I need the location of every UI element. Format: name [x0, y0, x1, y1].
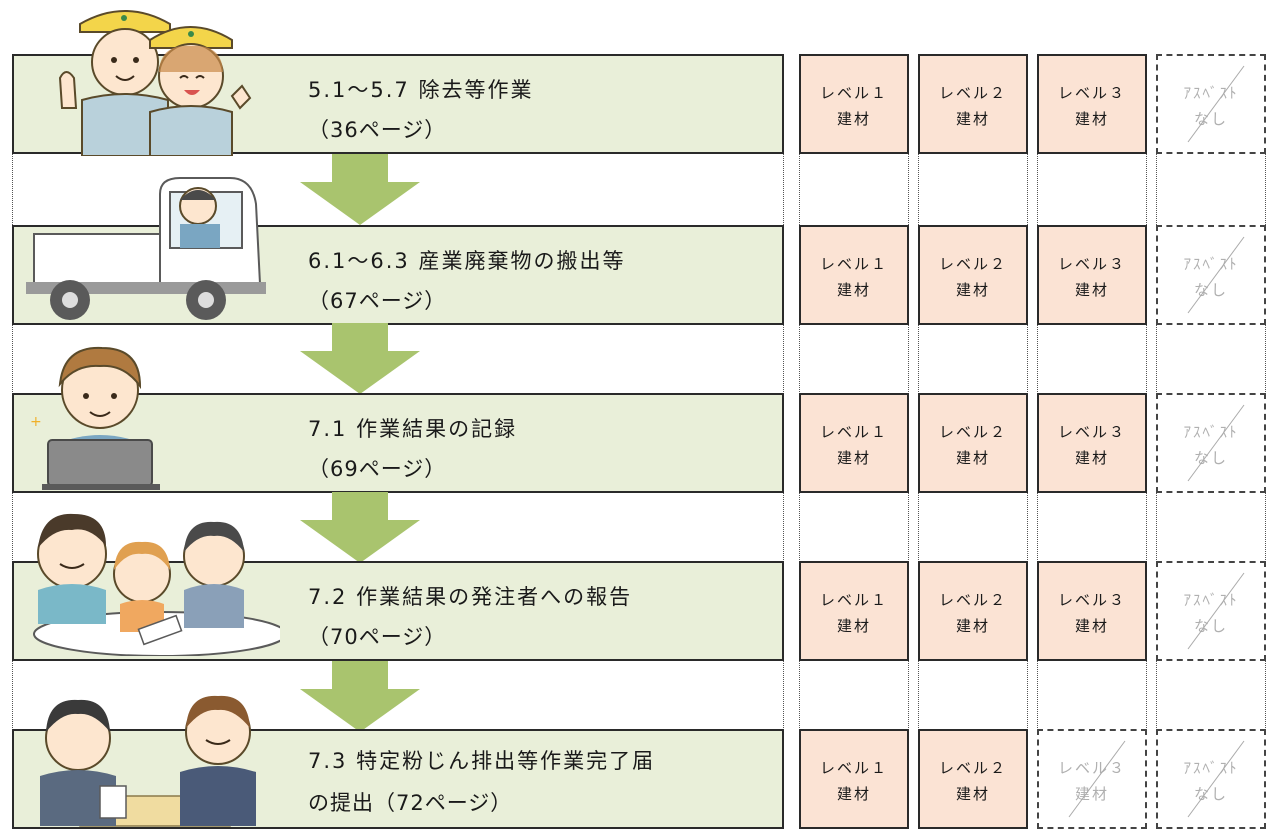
- connector-gap: [12, 154, 784, 225]
- connector-gap: [12, 493, 784, 564]
- no-asbestos-cell: ｱｽﾍﾞｽﾄなし: [1156, 393, 1266, 493]
- truck-driver-illustration: [26, 177, 266, 320]
- svg-text:+: +: [30, 414, 42, 430]
- workers-hardhats-illustration: [58, 10, 252, 156]
- step-page: （67ページ）: [308, 289, 447, 313]
- empty-cell: [1037, 493, 1147, 564]
- empty-cell: [1156, 493, 1266, 564]
- step-title: 5.1～5.7 除去等作業: [308, 78, 534, 102]
- step-page: の提出（72ページ）: [308, 791, 513, 815]
- empty-cell: [799, 325, 909, 396]
- down-arrow-icon: [300, 323, 420, 394]
- strike-line: [1187, 740, 1245, 818]
- person-laptop-illustration: +: [30, 346, 160, 490]
- empty-cell: [1156, 325, 1266, 396]
- empty-cell: [918, 493, 1028, 564]
- strike-line: [1187, 65, 1245, 143]
- connector-gap: [12, 325, 784, 396]
- down-arrow-icon: [300, 492, 420, 563]
- empty-cell: [1156, 661, 1266, 732]
- no-asbestos-cell: ｱｽﾍﾞｽﾄなし: [1156, 561, 1266, 661]
- no-asbestos-cell: ｱｽﾍﾞｽﾄなし: [1156, 225, 1266, 325]
- empty-cell: [918, 154, 1028, 225]
- meeting-three-people-illustration: [33, 513, 280, 656]
- two-businessmen-illustration: [40, 695, 256, 827]
- empty-cell: [918, 325, 1028, 396]
- empty-cell: [1156, 154, 1266, 225]
- step-page: （36ページ）: [308, 118, 447, 142]
- empty-cell: [1037, 325, 1147, 396]
- step-title: 7.2 作業結果の発注者への報告: [308, 585, 633, 609]
- empty-cell: [1037, 154, 1147, 225]
- strike-line: [1187, 404, 1245, 482]
- step-page: （69ページ）: [308, 457, 447, 481]
- step-title: 7.3 特定粉じん排出等作業完了届: [308, 749, 656, 773]
- empty-cell: [799, 154, 909, 225]
- step-page: （70ページ）: [308, 625, 447, 649]
- down-arrow-icon: [300, 154, 420, 225]
- empty-cell: [799, 493, 909, 564]
- strike-line: [1187, 236, 1245, 314]
- no-asbestos-cell: ｱｽﾍﾞｽﾄなし: [1156, 54, 1266, 154]
- down-arrow-icon: [300, 661, 420, 732]
- connector-gap: [12, 661, 784, 732]
- no-asbestos-cell: ｱｽﾍﾞｽﾄなし: [1156, 729, 1266, 829]
- empty-cell: [918, 661, 1028, 732]
- step-title: 6.1～6.3 産業廃棄物の搬出等: [308, 249, 626, 273]
- step-title: 7.1 作業結果の記録: [308, 417, 518, 441]
- empty-cell: [1037, 661, 1147, 732]
- empty-cell: [799, 661, 909, 732]
- strike-line: [1068, 740, 1126, 818]
- strike-line: [1187, 572, 1245, 650]
